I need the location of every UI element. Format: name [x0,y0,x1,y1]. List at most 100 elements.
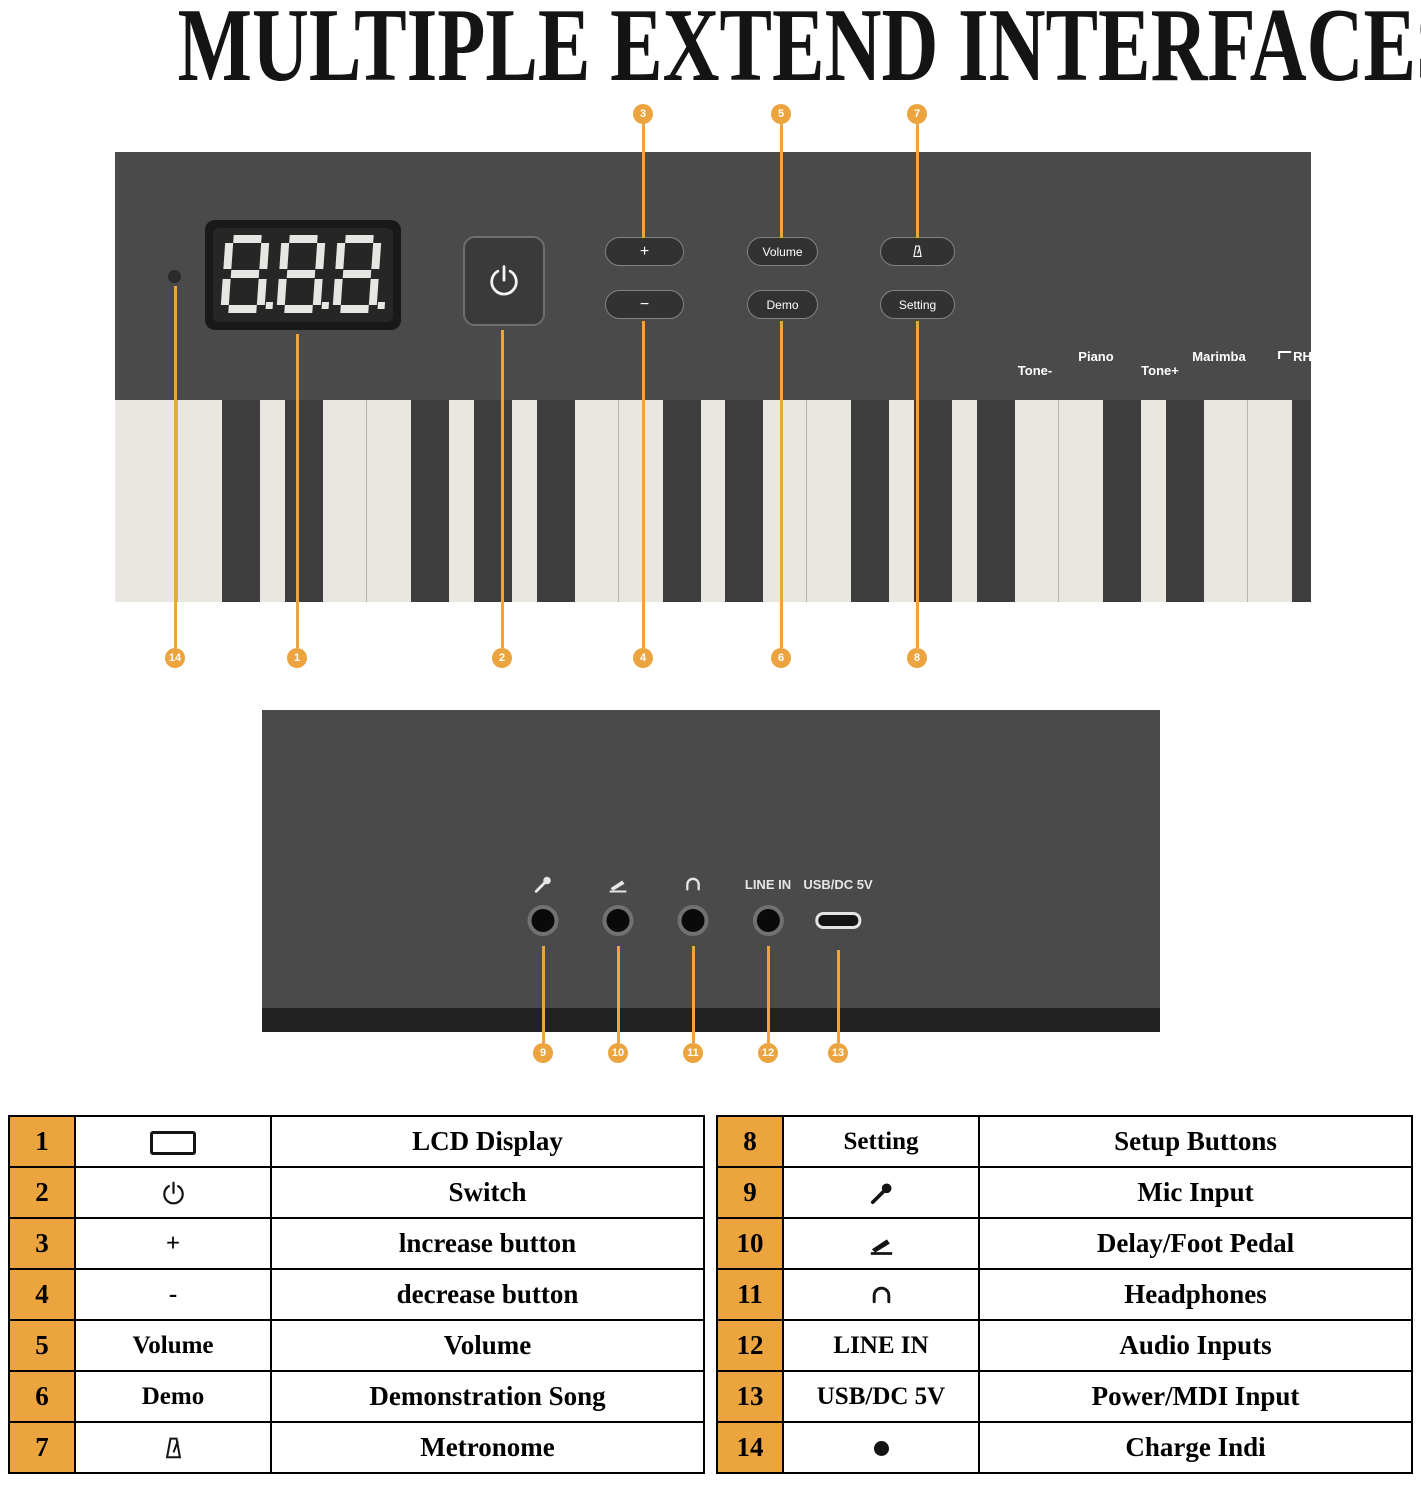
legend-number: 2 [8,1166,76,1219]
usb-dc-5v-label: USB/DC 5V [803,876,873,892]
pedal-icon [608,874,629,895]
lcd-screen [213,228,393,322]
legend-row: 11 Headphones [716,1268,1413,1321]
legend-number: 11 [716,1268,784,1321]
back-panel-view: LINE IN USB/DC 5V [262,710,1160,1032]
audio-jack [602,905,634,936]
volume-button: Volume [747,237,818,266]
legend-symbol [74,1166,272,1219]
callout-line-3 [641,124,645,238]
callout-line-12 [766,946,770,1043]
legend-description: Demonstration Song [270,1370,705,1423]
legend-description: Mic Input [978,1166,1413,1219]
callout-line-7 [915,124,919,238]
callout-4: 4 [633,648,653,668]
usb-c-port [814,912,861,929]
callout-line-2 [500,330,504,648]
callout-14: 14 [165,648,185,668]
legend-description: Switch [270,1166,705,1219]
black-key [1292,400,1311,602]
legend-number: 13 [716,1370,784,1423]
callout-6: 6 [771,648,791,668]
legend-symbol [782,1268,980,1321]
setting-button: Setting [880,290,955,319]
callout-1: 1 [287,648,307,668]
legend-symbol [74,1115,272,1168]
keyboard-top-view: + − Volume Demo Setting Tone- Piano Tone… [115,152,1311,602]
legend-description: decrease button [270,1268,705,1321]
legend-row: 4-decrease button [8,1268,705,1321]
legend-symbol: + [74,1217,272,1270]
legend-symbol [782,1217,980,1270]
headphones-icon [868,1282,895,1309]
callout-10: 10 [608,1043,628,1063]
black-key [1166,400,1205,602]
callout-11: 11 [683,1043,703,1063]
line-in-label: LINE IN [744,876,792,892]
callout-line-9 [541,946,545,1043]
piano-keys [115,400,1311,602]
black-key [284,400,323,602]
white-key [115,400,178,602]
power-button [463,236,545,326]
black-key [410,400,449,602]
marimba-label: Marimba [1192,349,1246,364]
legend-symbol: Setting [782,1115,980,1168]
legend-description: Audio Inputs [978,1319,1413,1372]
black-key [851,400,890,602]
legend-symbol [782,1421,980,1474]
increase-button: + [605,237,684,266]
audio-jack [752,905,784,936]
metronome-icon [910,244,925,259]
black-key [1103,400,1142,602]
metronome-icon [160,1435,187,1462]
legend-symbol: - [74,1268,272,1321]
audio-jack [677,905,709,936]
legend-description: Metronome [270,1421,705,1474]
legend-number: 12 [716,1319,784,1372]
back-panel-base [262,1008,1160,1032]
legend-symbol: LINE IN [782,1319,980,1372]
legend-row: 2 Switch [8,1166,705,1219]
legend-number: 3 [8,1217,76,1270]
legend-number: 5 [8,1319,76,1372]
legend-description: Charge Indi [978,1421,1413,1474]
callout-5: 5 [771,104,791,124]
metronome-button [880,237,955,266]
tone-minus-label: Tone- [1017,363,1053,378]
legend-description: LCD Display [270,1115,705,1168]
legend-number: 10 [716,1217,784,1270]
mic-icon [533,874,554,895]
charge-indicator-light [168,270,181,283]
page-title: MULTIPLE EXTEND INTERFACES [177,0,1421,103]
callout-13: 13 [828,1043,848,1063]
legend-description: Headphones [978,1268,1413,1321]
legend-symbol [74,1421,272,1474]
legend-symbol: Demo [74,1370,272,1423]
tone-plus-label: Tone+ [1141,363,1179,378]
legend-description: Setup Buttons [978,1115,1413,1168]
pedal-icon [868,1231,895,1258]
black-key [221,400,260,602]
pedal-port [602,872,634,936]
piano-label: Piano [1078,349,1114,364]
rhythm-label: RH [1278,349,1311,364]
callout-line-14 [173,286,177,648]
keyboard-control-panel: + − Volume Demo Setting Tone- Piano Tone… [115,152,1311,400]
lcd-display [205,220,401,330]
bracket-line [1278,351,1292,359]
legend-description: lncrease button [270,1217,705,1270]
callout-line-10 [616,946,620,1043]
power-icon [160,1180,187,1207]
callout-line-11 [691,946,695,1043]
legend-description: Volume [270,1319,705,1372]
black-key [725,400,764,602]
dot-icon [873,1441,889,1457]
black-key [914,400,953,602]
